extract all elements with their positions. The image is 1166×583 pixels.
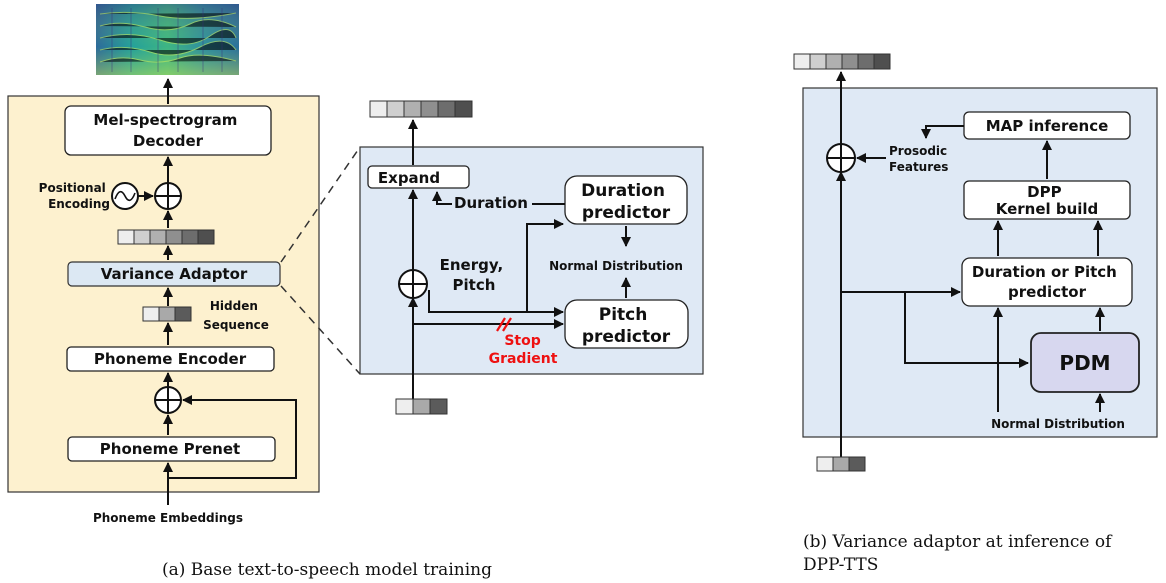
- dpp-kernel-label: DPP Kernel build: [996, 183, 1099, 218]
- mel-spectrogram-image: [96, 4, 239, 75]
- panel-b: MAP inference Prosodic Features DPP Kern…: [793, 53, 1158, 575]
- positional-encoding-label: Positional Encoding: [39, 181, 110, 211]
- mel-decoder-label: Mel-spectrogram Decoder: [93, 111, 242, 150]
- duration-predictor-label: Duration predictor: [581, 181, 671, 223]
- variance-adaptor-box: [67, 261, 281, 287]
- mel-decoder-box: [64, 105, 272, 156]
- expand-box: [367, 165, 470, 189]
- dpp-kernel-box: [963, 180, 1131, 220]
- normal-distribution-label: Normal Distribution: [549, 259, 683, 273]
- energy-pitch-label: Energy, Pitch: [440, 256, 509, 294]
- expand-label: Expand: [378, 169, 440, 187]
- phoneme-encoder-box: [66, 346, 275, 372]
- hidden-sequence-bar: [142, 306, 192, 322]
- map-inference-label: MAP inference: [986, 117, 1109, 135]
- input-sequence-bar: [395, 398, 448, 415]
- duration-label: Duration: [454, 194, 528, 212]
- sinusoid-icon: [111, 182, 139, 210]
- variance-adaptor-detail: Expand Duration predictor Duration Pitch…: [359, 100, 704, 415]
- hidden-sequence-label: Hidden Sequence: [203, 299, 269, 332]
- pdm-box: [1030, 332, 1140, 393]
- input-sequence-bar: [816, 456, 866, 472]
- phoneme-prenet-label: Phoneme Prenet: [100, 440, 240, 458]
- adder-icon: [398, 269, 428, 299]
- adder-icon: [154, 182, 182, 210]
- stop-gradient-label: Stop Gradient: [489, 333, 558, 367]
- phoneme-encoder-label: Phoneme Encoder: [94, 350, 247, 368]
- pitch-predictor-label: Pitch predictor: [582, 305, 671, 347]
- phoneme-embeddings-label: Phoneme Embeddings: [93, 511, 243, 525]
- prosodic-features-label: Prosodic Features: [889, 144, 951, 174]
- sequence-bar: [117, 229, 215, 245]
- adder-icon: [826, 143, 856, 173]
- pitch-predictor-box: [564, 299, 689, 349]
- duration-predictor-box: [564, 175, 688, 225]
- duration-pitch-predictor-label: Duration or Pitch predictor: [972, 263, 1122, 301]
- panel-a: Mel-spectrogram Decoder Positional Encod…: [7, 4, 492, 580]
- caption-b: (b) Variance adaptor at inference of DPP…: [803, 532, 1117, 575]
- normal-distribution-label: Normal Distribution: [991, 417, 1125, 431]
- variance-adaptor-label: Variance Adaptor: [101, 265, 248, 283]
- output-sequence-bar: [369, 100, 473, 118]
- pdm-label: PDM: [1059, 351, 1110, 375]
- duration-pitch-predictor-box: [961, 257, 1133, 307]
- adder-icon: [154, 386, 182, 414]
- stop-gradient-mark: [496, 317, 512, 332]
- caption-a: (a) Base text-to-speech model training: [162, 560, 492, 580]
- output-sequence-bar: [793, 53, 891, 70]
- phoneme-prenet-box: [67, 436, 276, 462]
